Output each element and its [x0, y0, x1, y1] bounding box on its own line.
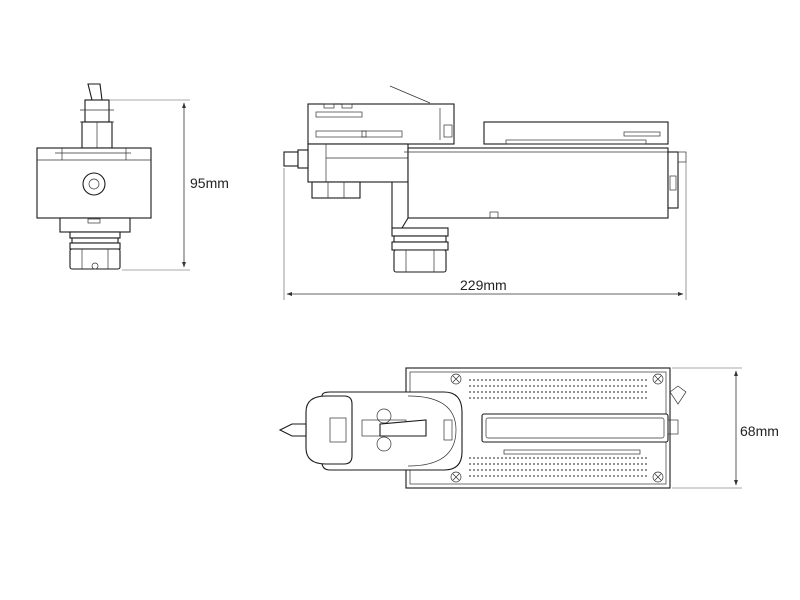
vent-pattern: [469, 379, 647, 477]
end-view: 95mm: [36, 83, 229, 271]
side-view: 229mm: [283, 85, 687, 300]
length-dimension-label: 229mm: [460, 277, 507, 293]
top-view: 68mm: [278, 367, 779, 489]
screw-icon: [450, 373, 664, 483]
width-dimension-label: 68mm: [740, 423, 779, 439]
height-dimension-label: 95mm: [190, 175, 229, 191]
